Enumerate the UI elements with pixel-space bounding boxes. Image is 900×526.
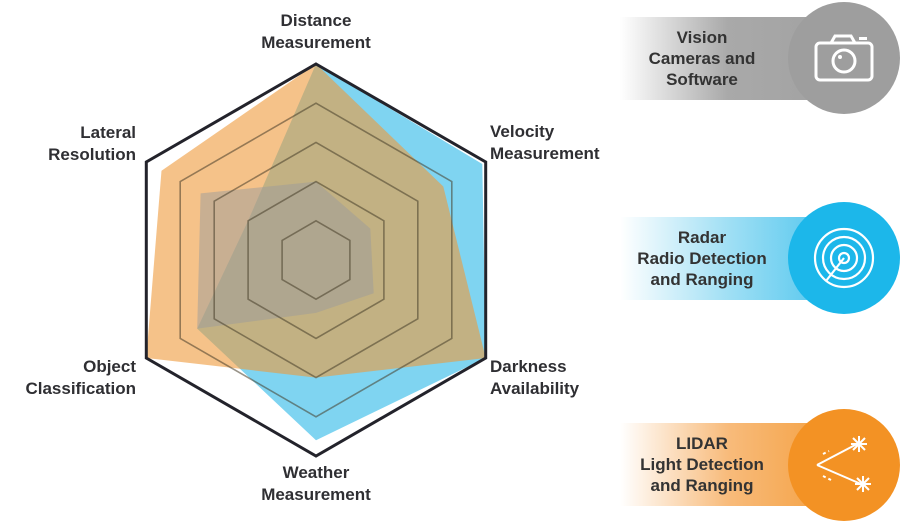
grid-ring-4 bbox=[179, 102, 453, 418]
grid-ring-2 bbox=[247, 180, 385, 340]
grid-ring-3 bbox=[213, 141, 419, 379]
camera-icon bbox=[788, 2, 900, 114]
grid-ring-5 bbox=[144, 62, 488, 458]
laser-icon bbox=[788, 409, 900, 521]
grid-ring-1 bbox=[281, 219, 351, 301]
radar-icon bbox=[788, 202, 900, 314]
